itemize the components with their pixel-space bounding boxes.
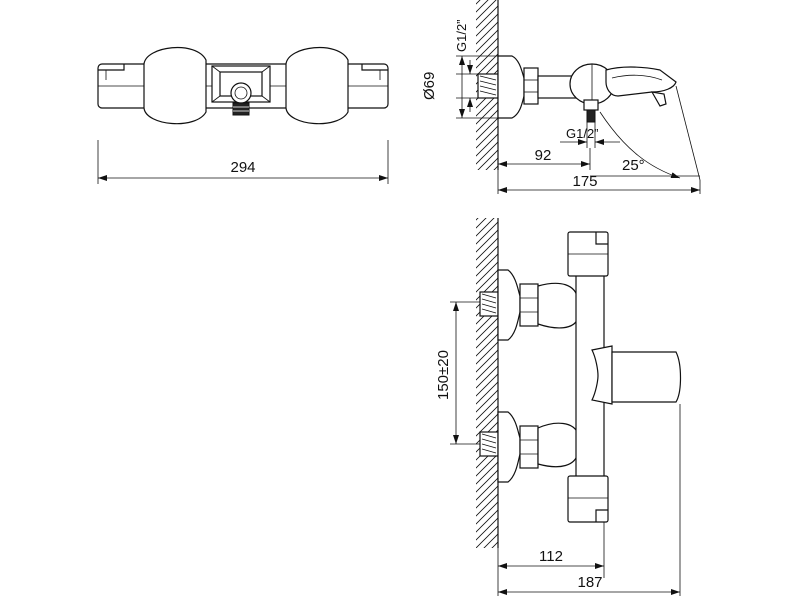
- dim-overall-width: 294: [230, 159, 255, 176]
- dim-outlet-thread: G1/2”: [566, 126, 599, 141]
- dim-spout-angle: 25°: [622, 157, 645, 174]
- dim-inlet-spacing: 150±20: [435, 350, 452, 400]
- dim-total-depth: 187: [577, 574, 602, 591]
- front-view: 150±20 112 187: [435, 218, 682, 596]
- dim-body-depth: 112: [539, 548, 563, 565]
- top-view: 294: [97, 46, 389, 184]
- dim-spout-reach: 175: [572, 173, 597, 190]
- side-view: 25° Ø69 G1/2” G1/2” 92 175: [421, 0, 701, 194]
- dim-inlet-thread: G1/2”: [454, 19, 469, 52]
- dim-outlet-offset: 92: [535, 147, 552, 164]
- dim-inlet-diameter: Ø69: [421, 72, 438, 100]
